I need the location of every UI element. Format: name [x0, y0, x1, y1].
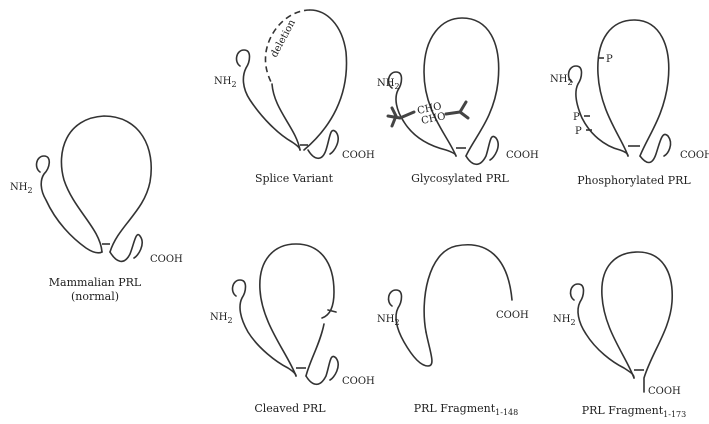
mammalian-nh2-label: NH2: [10, 182, 33, 195]
frag173-loop: [602, 252, 672, 392]
cleaved-label: Cleaved PRL: [254, 402, 326, 415]
mammalian-loop: [61, 116, 151, 252]
cleaved-n-terminal-strand: [233, 280, 296, 376]
splice-c-terminal-strand: [308, 130, 338, 158]
glyco-nh2-label: NH2: [377, 78, 400, 91]
phospho-label: Phosphorylated PRL: [577, 174, 691, 187]
glyco-sugar-left-icon: [388, 108, 414, 126]
glyco-c-terminal-strand: [466, 136, 498, 164]
mammalian-label-line-2: (normal): [71, 290, 119, 303]
mammalian-cooh-label: COOH: [150, 254, 183, 265]
variant-cleaved: NH2 COOH Cleaved PRL: [210, 244, 375, 415]
variant-mammalian: NH2 COOH Mammalian PRL (normal): [10, 116, 183, 303]
mammalian-c-terminal-strand: [110, 235, 142, 262]
cleaved-cooh-label: COOH: [342, 376, 375, 387]
glyco-cooh-label: COOH: [506, 150, 539, 161]
cleaved-nh2-label: NH2: [210, 312, 233, 325]
phospho-site-2-label: P: [573, 112, 580, 123]
phospho-site-1-label: P: [606, 54, 613, 65]
splice-cooh-label: COOH: [342, 150, 375, 161]
phospho-loop: [598, 20, 669, 156]
frag148-label: PRL Fragment1-148: [414, 402, 518, 417]
glyco-label: Glycosylated PRL: [411, 172, 509, 185]
variant-frag173: NH2 COOH PRL Fragment1-173: [553, 252, 686, 419]
splice-nh2-label: NH2: [214, 76, 237, 89]
glyco-sugar-right-icon: [446, 102, 468, 118]
variant-glyco: CHO CHO NH2 COOH Glycosylated PRL: [377, 18, 539, 185]
mammalian-n-terminal-strand: [37, 156, 102, 253]
frag173-nh2-label: NH2: [553, 314, 576, 327]
splice-label: Splice Variant: [255, 172, 334, 185]
variant-splice: deletion NH2 COOH Splice Variant: [214, 10, 375, 185]
splice-deletion-label: deletion: [269, 17, 298, 59]
variant-frag148: NH2 COOH PRL Fragment1-148: [377, 245, 529, 417]
variant-phospho: P P P NH2 COOH Phosphorylated PRL: [550, 20, 709, 187]
phospho-c-terminal-strand: [640, 134, 671, 162]
phospho-site-3-label: P: [575, 126, 582, 137]
frag173-label: PRL Fragment1-173: [582, 404, 686, 419]
frag148-cooh-label: COOH: [496, 310, 529, 321]
splice-n-terminal-strand: [237, 50, 300, 150]
frag173-cooh-label: COOH: [648, 386, 681, 397]
mammalian-label-line-1: Mammalian PRL: [49, 276, 142, 289]
glyco-loop: [424, 18, 499, 156]
phospho-cooh-label: COOH: [680, 150, 709, 161]
